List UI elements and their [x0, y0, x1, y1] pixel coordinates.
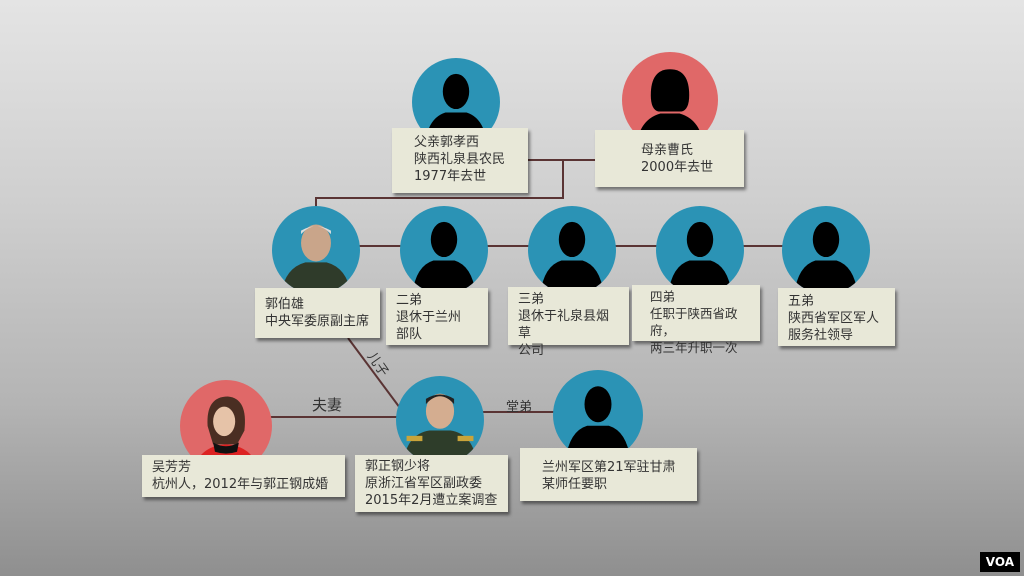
male-silhouette-icon — [540, 221, 604, 294]
brother3-avatar — [528, 206, 616, 294]
male-silhouette-icon — [412, 221, 476, 294]
brother2-info: 二弟 退休于兰州 部队 — [386, 288, 488, 345]
photo-guo-boxiong — [280, 224, 352, 294]
brother4-avatar — [656, 206, 744, 294]
brother5-avatar — [782, 206, 870, 294]
cousin-relation-label: 堂弟 — [506, 400, 533, 415]
photo-guo-zhenggang — [403, 393, 477, 464]
cousin-info: 兰州军区第21军驻甘肃 某师任要职 — [520, 448, 697, 501]
son-info: 郭正钢少将 原浙江省军区副政委 2015年2月遭立案调查 — [355, 455, 508, 512]
male-silhouette-icon — [565, 386, 631, 460]
brother4-info: 四弟 任职于陕西省政府， 两三年升职一次 — [632, 285, 760, 355]
spouse-relation-label: 夫妻 — [312, 396, 343, 414]
brother5-info: 五弟 陕西省军区军人 服务社领导 — [778, 288, 895, 346]
guo-boxiong-photo — [272, 206, 360, 294]
male-silhouette-icon — [794, 221, 858, 294]
brother3-info: 三弟 退休于礼泉县烟草 公司 — [508, 287, 629, 358]
voa-logo: VOA — [979, 552, 1020, 572]
parents-to-children-link — [315, 160, 564, 210]
son-photo — [396, 376, 484, 464]
son-link — [347, 337, 401, 409]
cousin-avatar — [553, 370, 643, 460]
father-info: 父亲郭孝西 陕西礼泉县农民 1977年去世 — [392, 128, 528, 193]
male-silhouette-icon — [668, 221, 732, 294]
wife-info: 吴芳芳 杭州人，2012年与郭正钢成婚 — [142, 455, 345, 497]
brother2-avatar — [400, 206, 488, 294]
mother-info: 母亲曹氏 2000年去世 — [595, 130, 744, 187]
guo-boxiong-info: 郭伯雄 中央军委原副主席 — [255, 288, 380, 338]
